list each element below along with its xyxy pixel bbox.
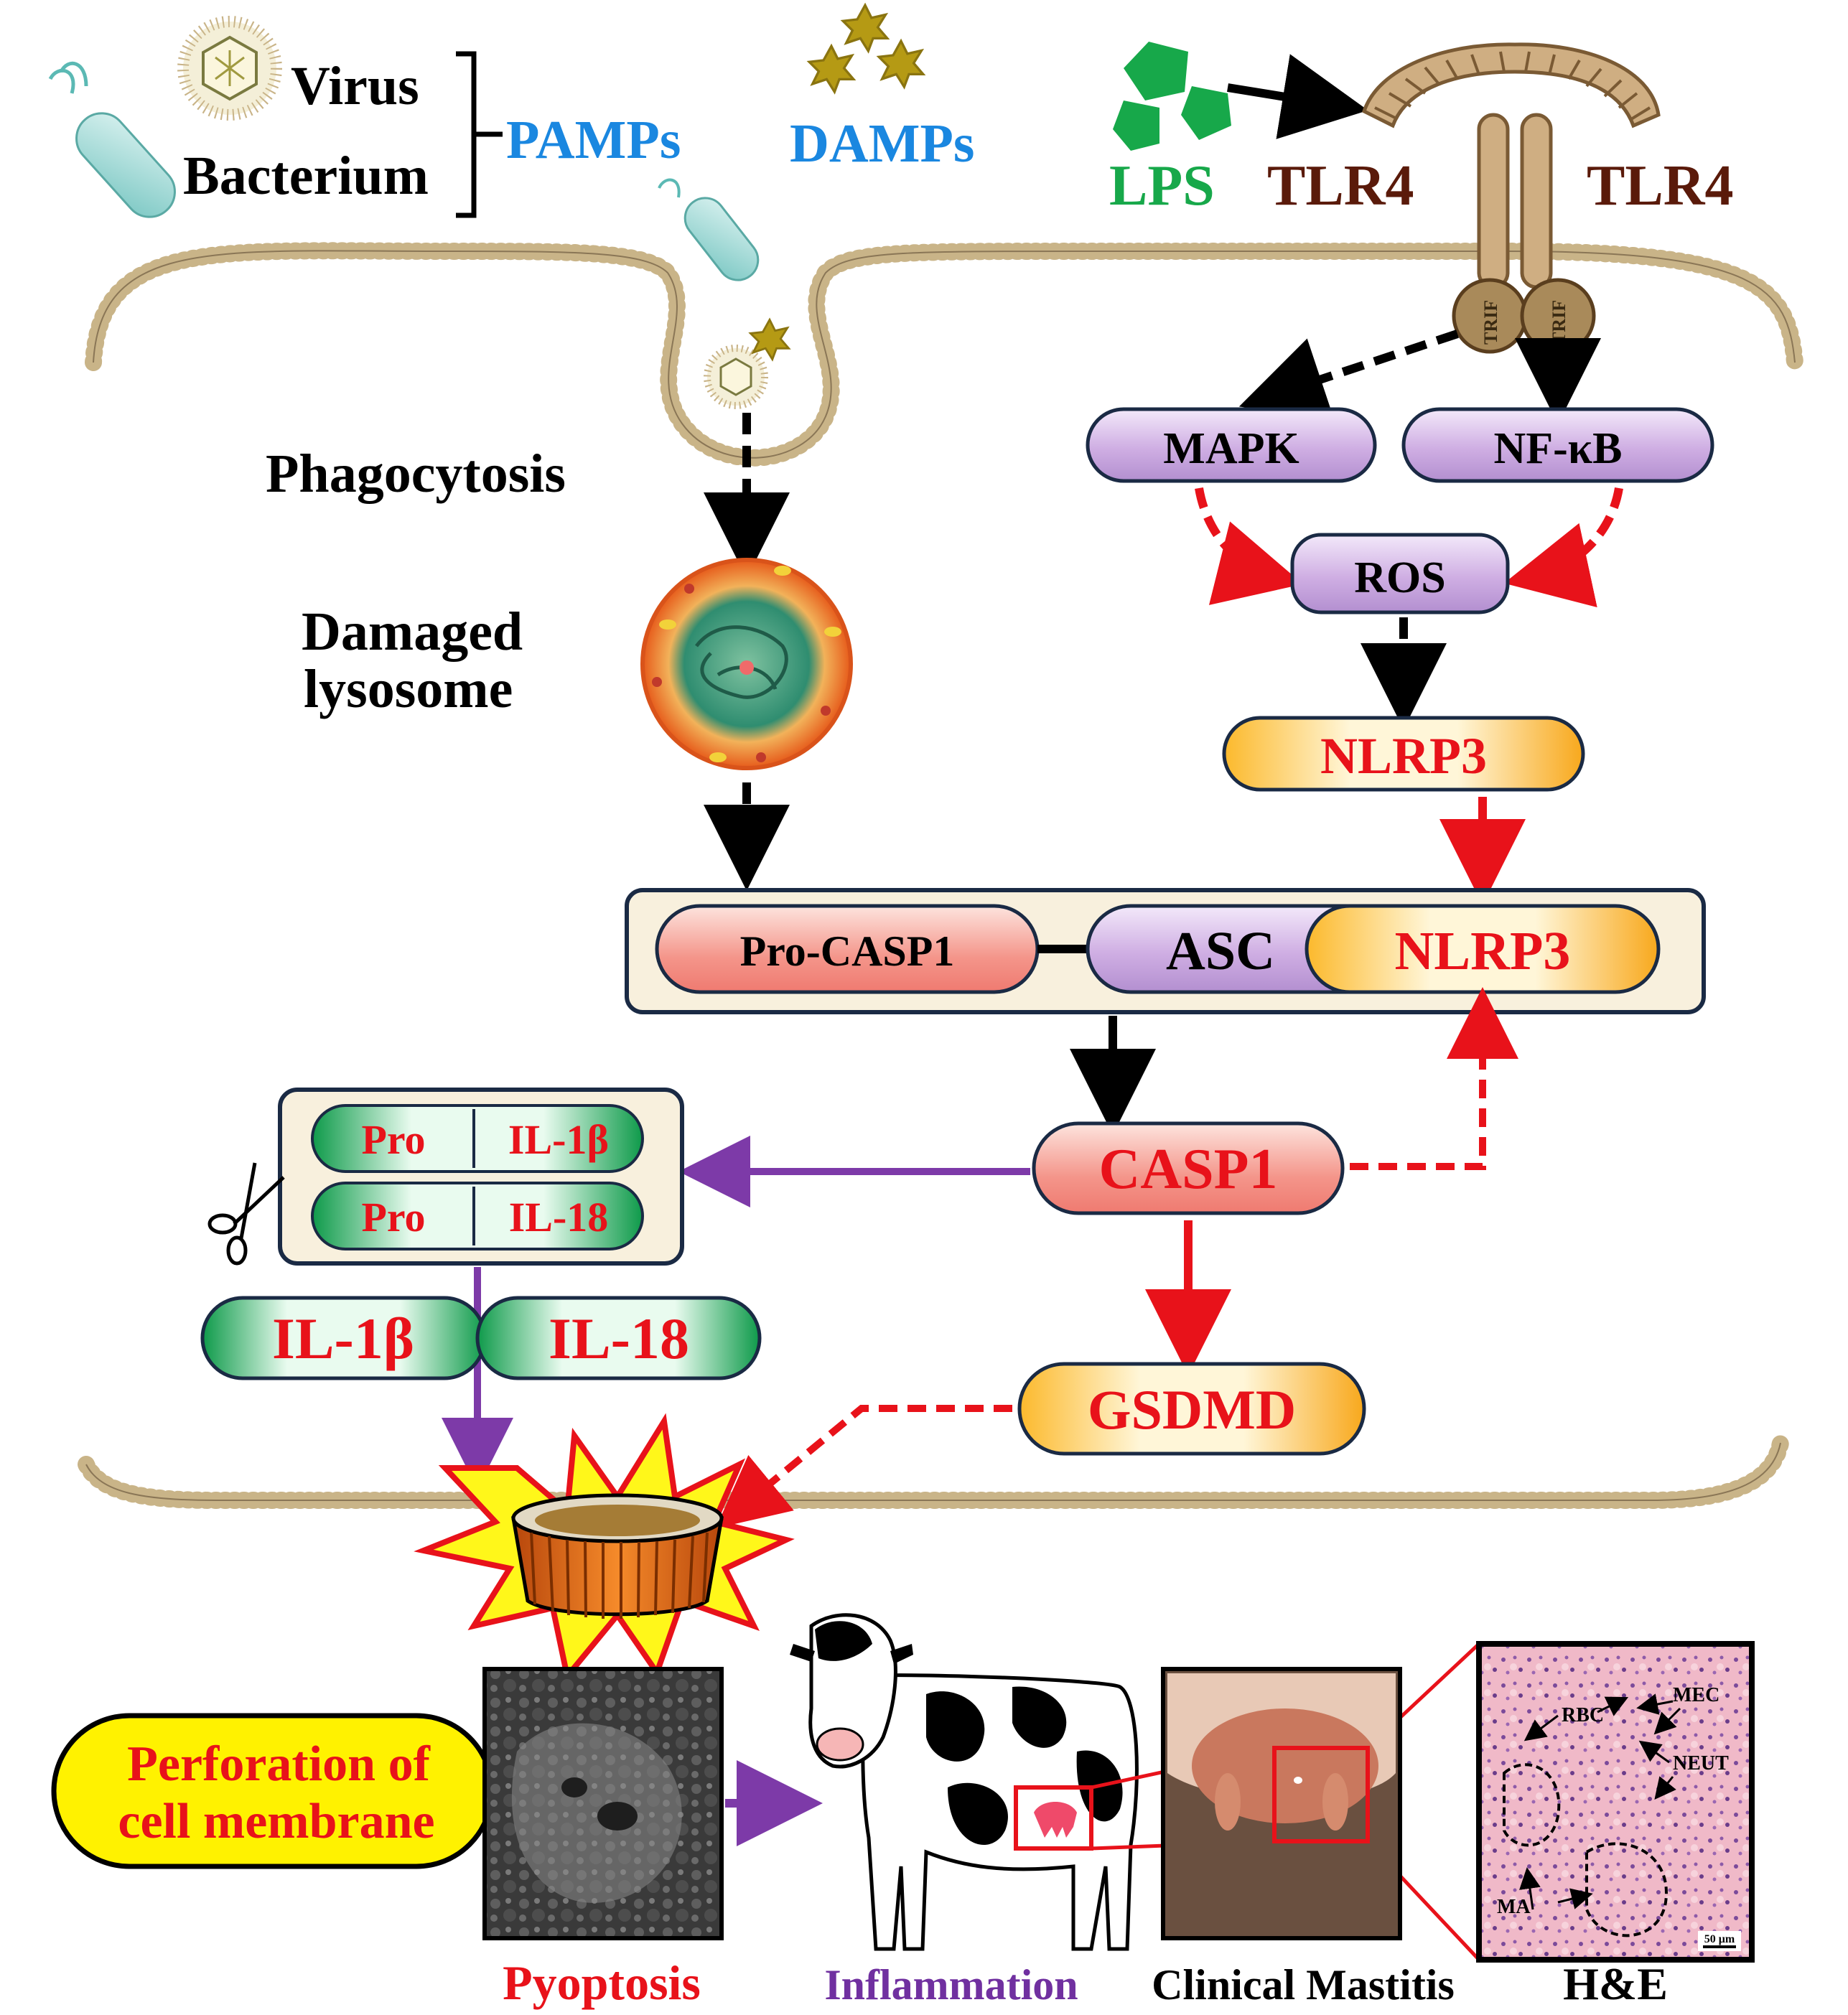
- pamps-label: PAMPs: [506, 110, 681, 170]
- he-scale-label: 50 μm: [1704, 1933, 1735, 1945]
- engulfed-damp-icon: [749, 318, 790, 360]
- nfkb-node: NF-κB: [1401, 407, 1714, 483]
- il1b-label: IL-1β: [272, 1306, 414, 1371]
- lysosome-icon: [640, 558, 853, 770]
- nlrp3-complex-label: NLRP3: [1395, 921, 1571, 981]
- damps-label: DAMPs: [790, 113, 975, 174]
- il18-node: IL-18: [475, 1296, 762, 1380]
- udder-photo: [1161, 1667, 1402, 1940]
- nlrp3-upper-node: NLRP3: [1222, 716, 1585, 792]
- bacterium-label: Bacterium: [183, 146, 429, 206]
- virus-label: Virus: [291, 56, 419, 116]
- damaged-label-line2: lysosome: [304, 659, 513, 719]
- pyroptosis-label: Pyoptosis: [503, 1955, 701, 2010]
- casp1-label: CASP1: [1099, 1138, 1278, 1201]
- inflammasome-complex: Pro-CASP1 ASC NLRP3: [625, 888, 1706, 1014]
- il18-label: IL-18: [549, 1306, 689, 1371]
- engulfed-virus-icon: [704, 345, 768, 409]
- mapk-to-ros-arrow: [1195, 487, 1303, 605]
- cow-icon: [790, 1613, 1139, 1951]
- sem-image: [482, 1667, 724, 1940]
- damp-particles-icon: [808, 4, 925, 93]
- gasdermin-pore-icon: [414, 1413, 795, 1683]
- trif-right-label: TRIF: [1549, 300, 1569, 345]
- casp1-feedback-arrow: [1350, 987, 1518, 1170]
- trif-left-label: TRIF: [1480, 300, 1501, 345]
- ros-label: ROS: [1354, 553, 1445, 602]
- lps-label: LPS: [1109, 154, 1215, 218]
- pro-il18-prefix: Pro: [361, 1194, 425, 1240]
- perforation-line1: Perforation of: [127, 1736, 430, 1792]
- perforation-callout: Perforation of cell membrane: [51, 1713, 495, 1869]
- ros-node: ROS: [1290, 533, 1510, 614]
- damaged-label-line1: Damaged: [302, 602, 523, 662]
- gsdmd-node: GSDMD: [1017, 1362, 1366, 1456]
- pro-il18-inner: IL-18: [509, 1194, 609, 1240]
- he-label-rbc: RBC: [1562, 1704, 1604, 1726]
- he-label-neut: NEUT: [1673, 1752, 1729, 1775]
- casp1-node: CASP1: [1032, 1121, 1345, 1215]
- il1b-node: IL-1β: [200, 1296, 487, 1380]
- virus-icon: [177, 16, 282, 121]
- mapk-node: MAPK: [1086, 407, 1377, 483]
- perforation-line2: cell membrane: [118, 1794, 434, 1849]
- mapk-label: MAPK: [1163, 424, 1299, 473]
- nlrp3-upper-label: NLRP3: [1320, 727, 1487, 785]
- gsdmd-to-pore-arrow: [715, 1405, 1012, 1529]
- lps-to-tlr4-arrow: [1227, 54, 1368, 139]
- tlr4-receptor-icon: [1361, 42, 1661, 354]
- tlr4-right-label: TLR4: [1587, 154, 1734, 218]
- asc-label: ASC: [1166, 921, 1275, 981]
- histology-image: RBC MEC NEUT MA 50 μm: [1476, 1641, 1755, 1963]
- lower-cell-membrane: [78, 1434, 1789, 1509]
- he-label-mec: MEC: [1673, 1684, 1719, 1706]
- he-label-ma: MA: [1497, 1896, 1531, 1918]
- pro-il1b-prefix: Pro: [361, 1116, 425, 1163]
- udder-highlight-icon: [1034, 1802, 1077, 1838]
- clinical-mastitis-label: Clinical Mastitis: [1152, 1961, 1455, 2009]
- phagocytosis-label: Phagocytosis: [266, 444, 566, 504]
- he-label: H&E: [1563, 1958, 1668, 2009]
- pro-casp1-label: Pro-CASP1: [740, 927, 955, 975]
- gsdmd-label: GSDMD: [1088, 1378, 1296, 1441]
- inflammation-label: Inflammation: [824, 1961, 1078, 2009]
- pro-cytokine-box: Pro IL-1β Pro IL-18: [278, 1088, 684, 1266]
- nfkb-to-ros-arrow: [1503, 487, 1623, 608]
- engulfed-bacterium-icon: [658, 178, 760, 281]
- scissors-icon: [207, 1162, 285, 1266]
- pro-il1b-inner: IL-1β: [508, 1116, 609, 1163]
- pamps-bracket: [456, 51, 503, 218]
- bacterium-icon: [48, 61, 176, 218]
- lps-icon: [1113, 42, 1231, 151]
- tlr4-left-label: TLR4: [1267, 154, 1414, 218]
- trif-to-mapk-arrow: [1238, 329, 1459, 421]
- nfkb-label: NF-κB: [1493, 424, 1622, 473]
